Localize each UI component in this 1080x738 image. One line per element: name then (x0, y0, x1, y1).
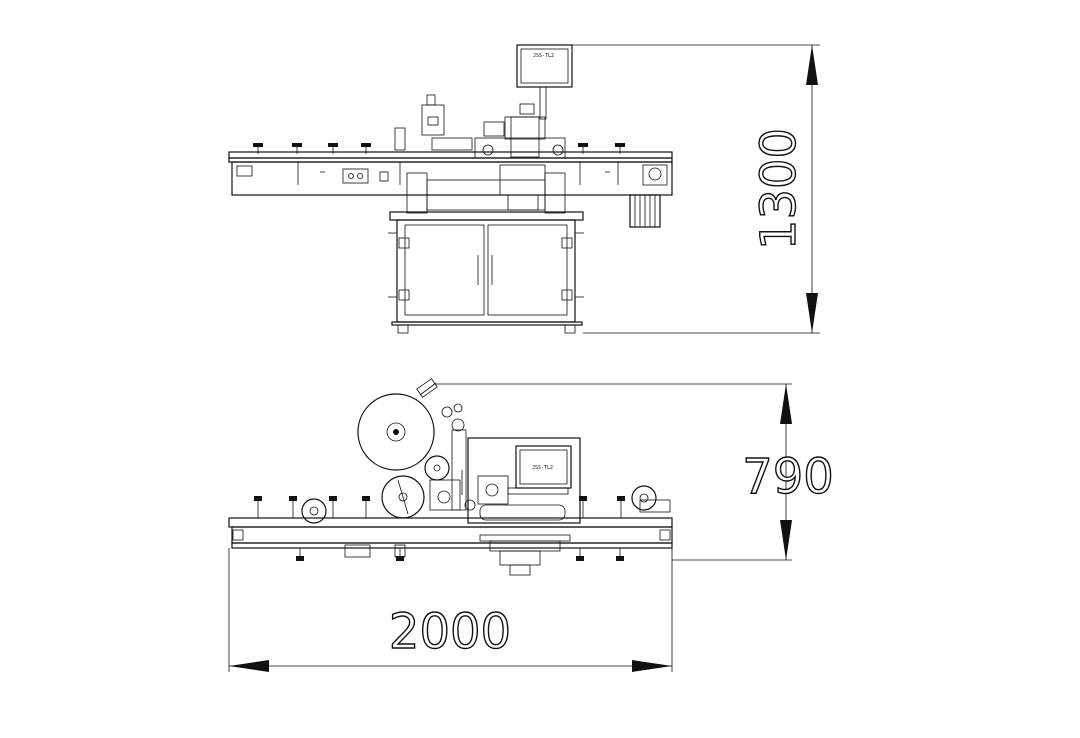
rail-guides-front (253, 143, 625, 185)
drive-wheel-side (301, 485, 671, 524)
side-view: JSS-TL2 (228, 378, 673, 576)
center-column-front (406, 164, 566, 214)
label-roll (357, 378, 438, 471)
control-panel-front: JSS-TL2 (516, 44, 573, 120)
svg-text:JSS-TL2: JSS-TL2 (532, 465, 553, 471)
control-panel-side: JSS-TL2 (467, 437, 581, 524)
dimension-790-label: 790 (742, 449, 834, 505)
dimension-length: 2000 (228, 548, 673, 672)
label-mechanism (381, 403, 476, 519)
dimension-height-front: 1300 (572, 44, 820, 334)
conveyor-side (228, 517, 673, 576)
rail-guides-side (254, 496, 625, 561)
dimension-1300-label: 1300 (751, 128, 807, 250)
svg-text:JSS-TL2: JSS-TL2 (533, 53, 554, 59)
conveyor-front (228, 151, 673, 196)
dimension-height-side: 790 (436, 383, 835, 561)
labeling-head-front (394, 94, 566, 159)
dimension-2000-label: 2000 (389, 604, 511, 660)
front-view: JSS-TL2 (228, 44, 673, 334)
motor-front (629, 194, 661, 228)
cabinet-front (388, 211, 584, 334)
